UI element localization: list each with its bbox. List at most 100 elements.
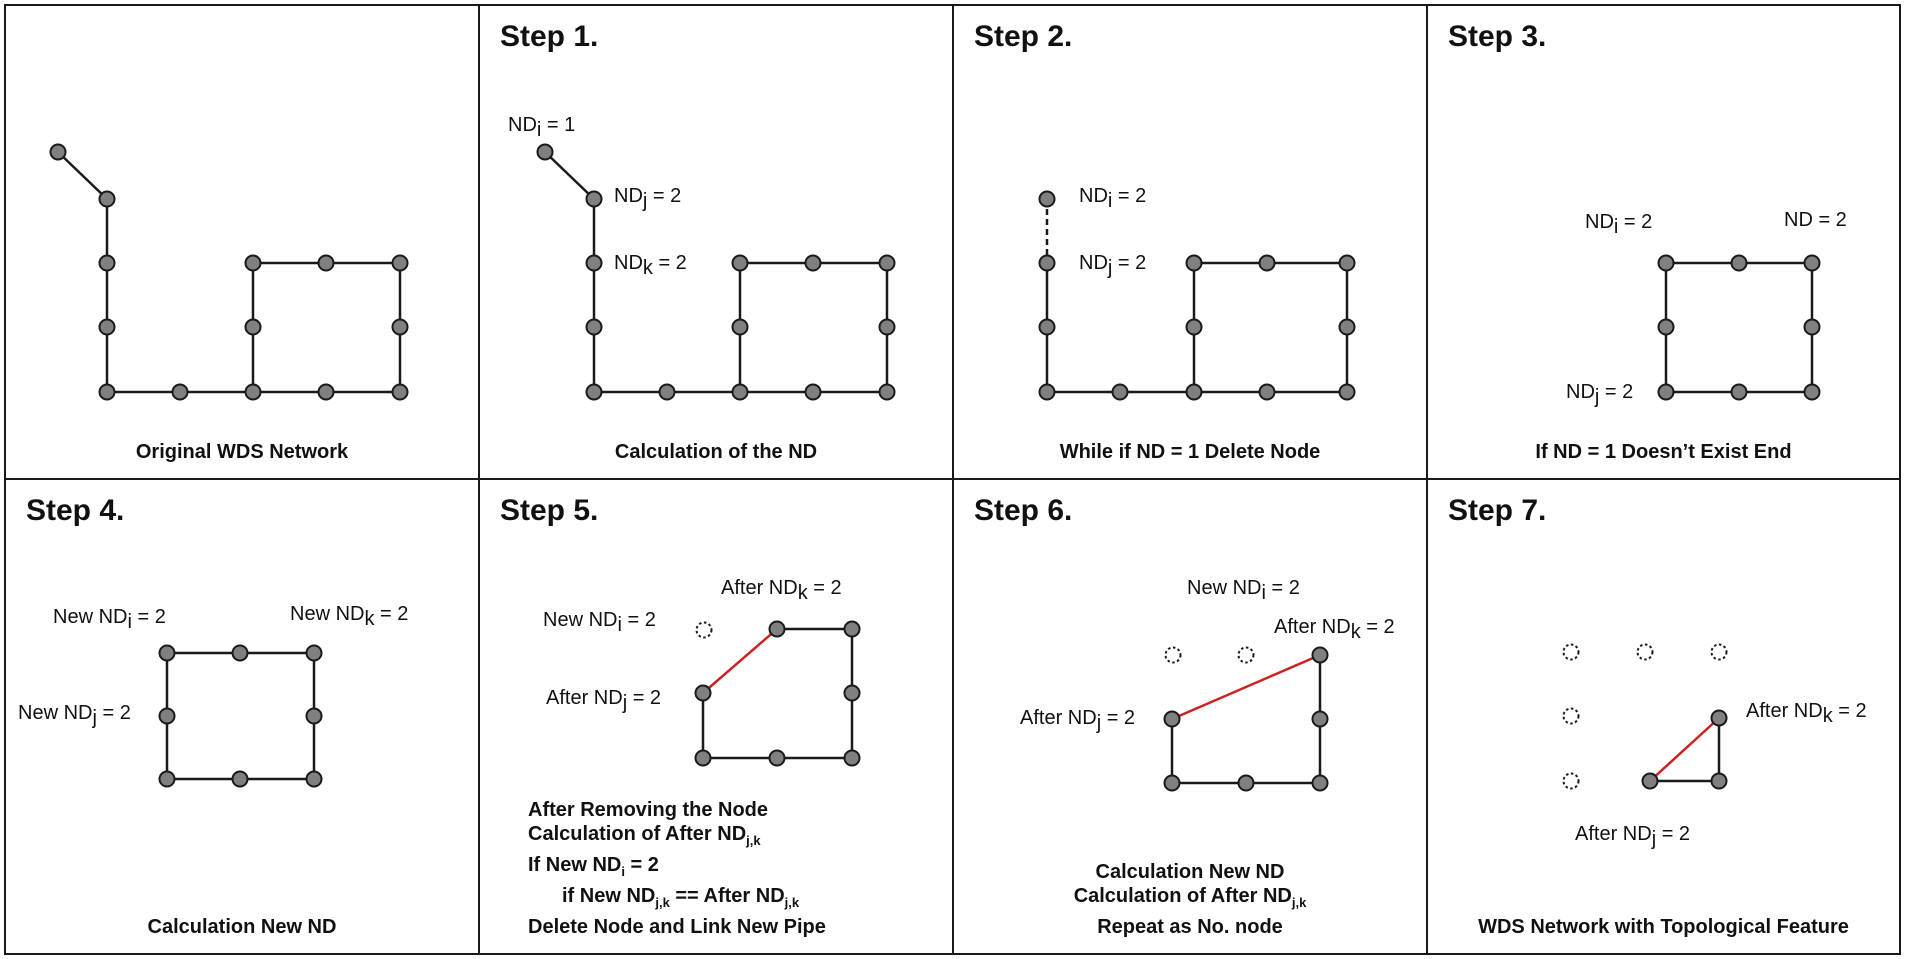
node [731,254,749,272]
node [1038,383,1056,401]
node [1185,318,1203,336]
node [98,318,116,336]
node [391,383,409,401]
node [305,644,323,662]
node-label: NDj = 2 [1566,381,1633,408]
node [585,318,603,336]
caption-line: Calculation of After NDj,k [1073,885,1307,910]
node [317,254,335,272]
node [1038,318,1056,336]
panel-original: Original WDS Network [4,4,480,480]
node [391,318,409,336]
node [244,254,262,272]
node [768,749,786,767]
caption-line: If New NDi = 2 [528,854,659,879]
node [231,644,249,662]
node [305,707,323,725]
panel-step-2: Step 2. While if ND = 1 Delete Node [952,4,1428,480]
node [843,684,861,702]
node-label: NDk = 2 [614,252,687,279]
new-pipe [702,628,778,694]
node [731,318,749,336]
node [1641,772,1659,790]
node [1038,254,1056,272]
new-pipe [1171,653,1321,721]
node [1657,318,1675,336]
node [1730,383,1748,401]
node [1338,318,1356,336]
removed-node [1237,646,1255,664]
node [1163,710,1181,728]
pipe [544,151,595,200]
node [843,749,861,767]
step-title: Step 2. [974,20,1073,53]
new-pipe [1649,717,1720,782]
node [1657,383,1675,401]
node [1111,383,1129,401]
node [1311,710,1329,728]
node-label: New NDi = 2 [543,609,656,636]
node [1338,383,1356,401]
node [1710,709,1728,727]
node-label: NDj = 2 [1079,252,1146,279]
removed-node [1562,772,1580,790]
node [98,383,116,401]
node [1185,383,1203,401]
caption-line: Delete Node and Link New Pipe [528,916,826,938]
pipe [57,151,108,200]
node-label: New NDk = 2 [290,603,408,630]
panel-caption: WDS Network with Topological Feature [1478,916,1849,938]
node [1258,254,1276,272]
node [1311,774,1329,792]
panel-caption: Calculation New ND [147,916,337,938]
panel-caption: Original WDS Network [135,441,349,463]
node [585,254,603,272]
panel-caption: If ND = 1 Doesn’t Exist End [1535,441,1792,463]
node-label: After NDj = 2 [1020,707,1135,734]
caption-line: Calculation New ND [1095,861,1285,883]
node [878,318,896,336]
node [305,770,323,788]
node-label: NDi = 1 [508,114,575,141]
removed-node [1562,707,1580,725]
panel-step-4: Step 4. Calculation New ND [4,478,480,955]
removed-node [1562,643,1580,661]
node [1803,383,1821,401]
caption-line: Calculation of After NDj,k [528,823,761,848]
node-label: After NDj = 2 [546,687,661,714]
node [1338,254,1356,272]
node [1803,318,1821,336]
node [804,383,822,401]
node [768,620,786,638]
node [244,318,262,336]
node [244,383,262,401]
removed-node [1636,643,1654,661]
step-title: Step 7. [1448,494,1547,527]
node [694,749,712,767]
removed-node [1164,646,1182,664]
node [158,644,176,662]
panel-step-3: Step 3. If ND = 1 Doesn’t Exist End [1426,4,1901,480]
node [878,383,896,401]
node-label: After NDj = 2 [1575,823,1690,850]
node [694,684,712,702]
node [658,383,676,401]
node [1311,646,1329,664]
removed-node [695,621,713,639]
node [843,620,861,638]
node [1237,774,1255,792]
node [98,190,116,208]
node [536,143,554,161]
node [98,254,116,272]
node-label: After NDk = 2 [1274,616,1395,643]
removed-node [1710,643,1728,661]
node-label: After NDk = 2 [1746,700,1867,727]
node-label: New NDi = 2 [53,606,166,633]
caption-line: Repeat as No. node [1097,916,1283,938]
node-label: ND = 2 [1784,209,1847,231]
node [171,383,189,401]
